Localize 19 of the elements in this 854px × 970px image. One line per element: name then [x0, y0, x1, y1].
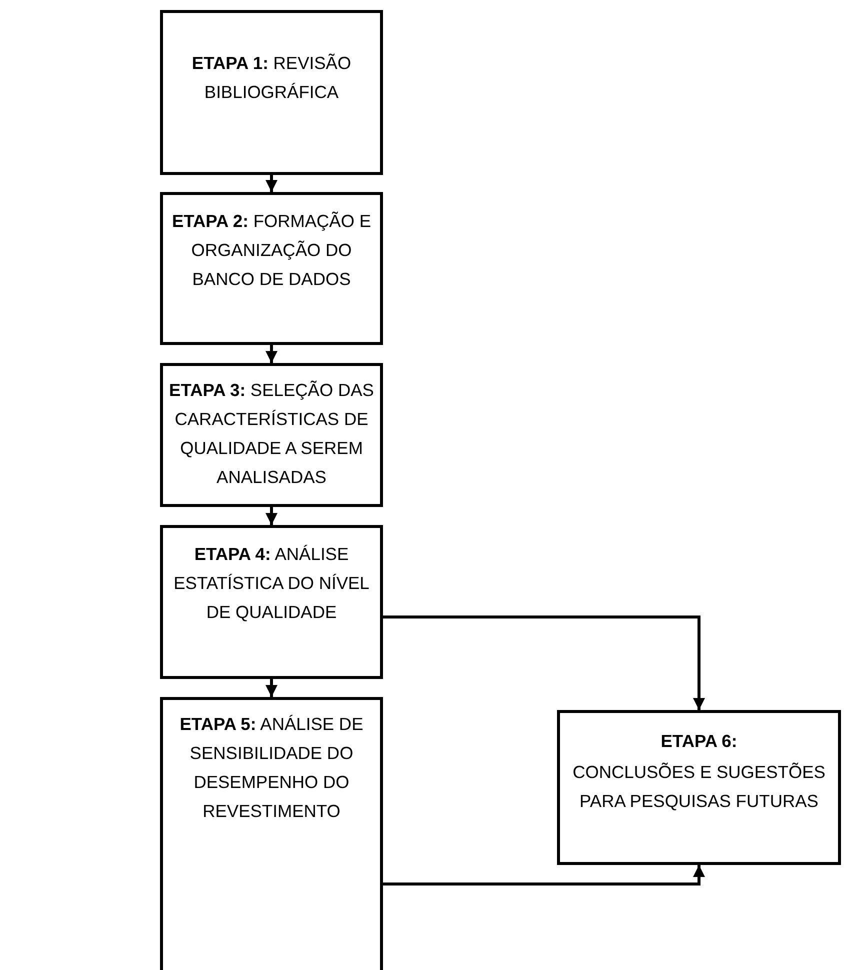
- step-text: ETAPA 5: ANÁLISE DE SENSIBILIDADE DO DESEMPENHO DO REVESTIMENTO: [178, 713, 364, 823]
- arrow: [266, 175, 278, 192]
- step-text: CONCLUSÕES E SUGESTÕES PARA PESQUISAS FUTURAS: [572, 761, 826, 813]
- process-box: [160, 10, 383, 175]
- process-box: [160, 525, 383, 679]
- step-text: ETAPA 1: REVISÃO BIBLIOGRÁFICA: [190, 52, 352, 104]
- process-box: [160, 697, 383, 970]
- arrow: [383, 865, 705, 886]
- arrow: [383, 616, 705, 710]
- process-box: [160, 192, 383, 345]
- step-text: ETAPA 4: ANÁLISE ESTATÍSTICA DO NÍVEL DE QUALIDADE: [172, 543, 370, 624]
- process-box: [160, 363, 383, 507]
- process-box: [557, 710, 841, 865]
- arrow: [266, 679, 278, 697]
- step-heading: ETAPA 6:: [660, 730, 738, 753]
- arrow: [266, 345, 278, 363]
- step-text: ETAPA 2: FORMAÇÃO E ORGANIZAÇÃO DO BANCO DE DADOS: [170, 210, 372, 291]
- step-text: ETAPA 3: SELEÇÃO DAS CARACTERÍSTICAS DE QUALIDADE A SEREM ANALISADAS: [168, 379, 375, 489]
- arrow: [266, 507, 278, 525]
